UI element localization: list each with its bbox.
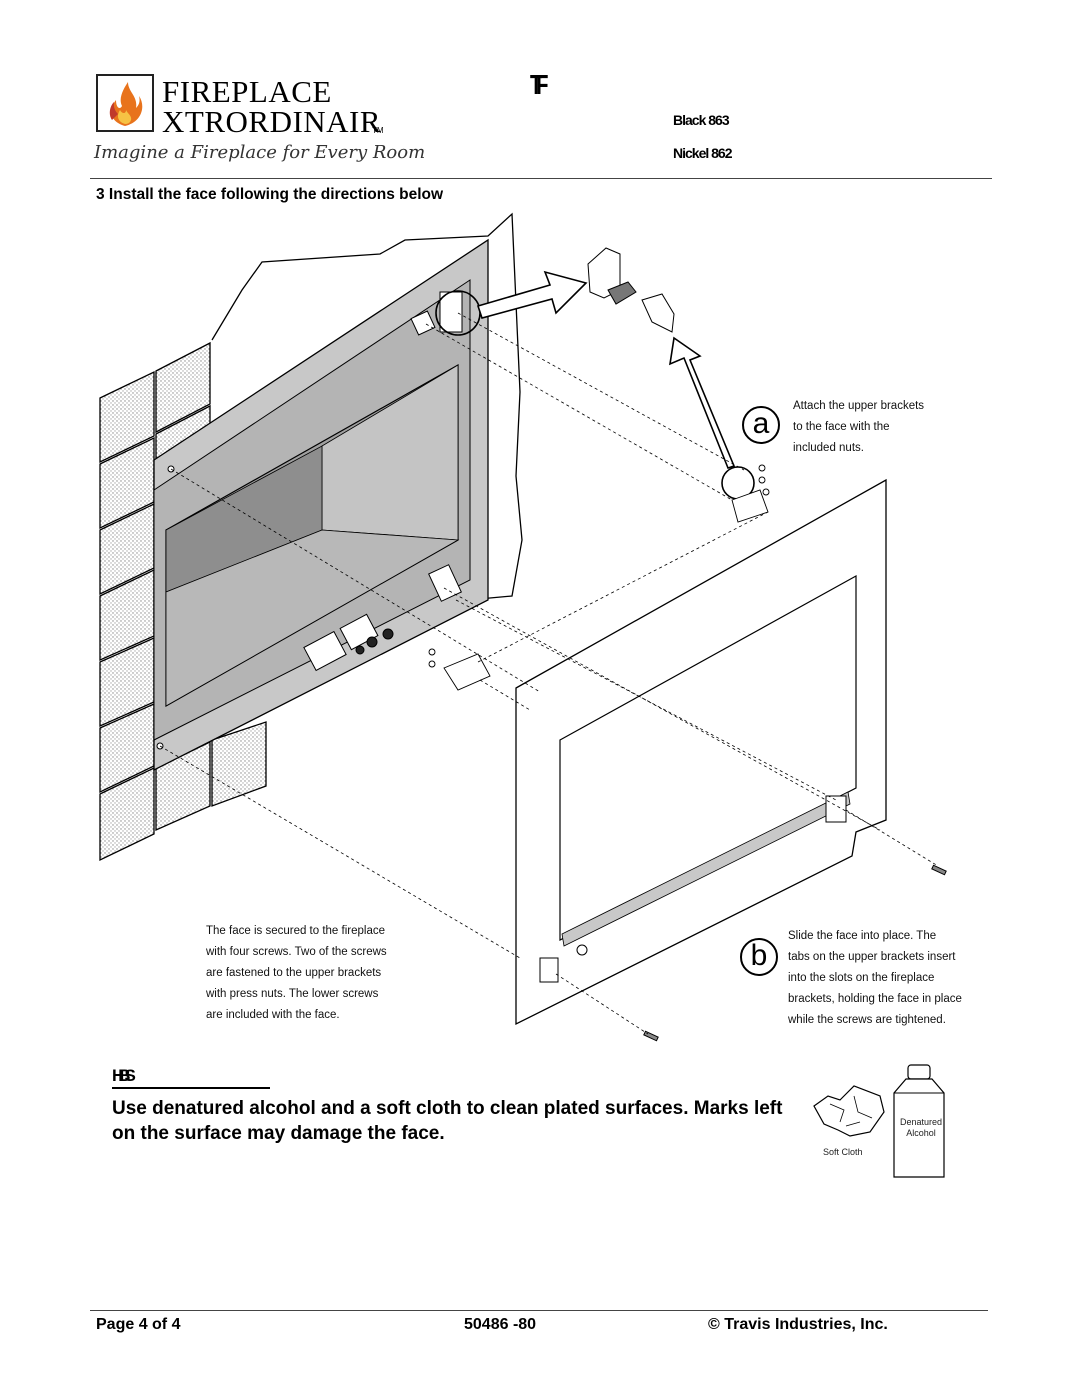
logo-flame-box	[96, 74, 154, 132]
soft-cloth-icon	[813, 1085, 885, 1137]
page-number: Page 4 of 4	[96, 1316, 181, 1333]
model-black: Black 863	[673, 112, 730, 128]
face-frame	[515, 478, 887, 1026]
alcohol-bottle-icon	[893, 1064, 945, 1178]
alcohol-label: Denatured Alcohol	[899, 1117, 943, 1138]
guide-lines	[159, 312, 939, 1035]
callout-b-text: Slide the face into place. The tabs on t…	[788, 930, 962, 1026]
brand-name-line2: XTRORDINAIR	[162, 104, 382, 139]
detail-arrows	[476, 270, 736, 469]
control-panel	[303, 613, 394, 672]
callout-a-badge: a	[742, 406, 780, 444]
bracket-detail	[587, 247, 675, 333]
callout-b-badge: b	[740, 938, 778, 976]
tagline: Imagine a Fireplace for Every Room	[94, 142, 426, 163]
cleaning-heading-rule	[112, 1087, 270, 1089]
cleaning-heading: HBS	[112, 1066, 136, 1085]
soft-cloth-label: Soft Cloth	[823, 1147, 863, 1157]
document-number: 50486 -80	[464, 1316, 537, 1333]
copyright: © Travis Industries, Inc.	[708, 1316, 888, 1333]
model-nickel: Nickel 862	[673, 145, 732, 161]
installation-diagram	[99, 212, 947, 1042]
trademark: TM	[372, 126, 384, 135]
document-title: TF	[530, 70, 549, 101]
footer-rule	[90, 1310, 988, 1311]
flame-icon	[109, 82, 143, 126]
callout-a-text: Attach the upper brackets to the face wi…	[793, 400, 925, 454]
cleaning-text: Use denatured alcohol and a soft cloth t…	[112, 1098, 783, 1144]
step-heading: 3 Install the face following the directi…	[96, 186, 444, 203]
header-rule	[90, 178, 992, 179]
brand-name-line1: FIREPLACE	[162, 74, 332, 109]
screws-caption: The face is secured to the fireplace wit…	[206, 925, 387, 1021]
